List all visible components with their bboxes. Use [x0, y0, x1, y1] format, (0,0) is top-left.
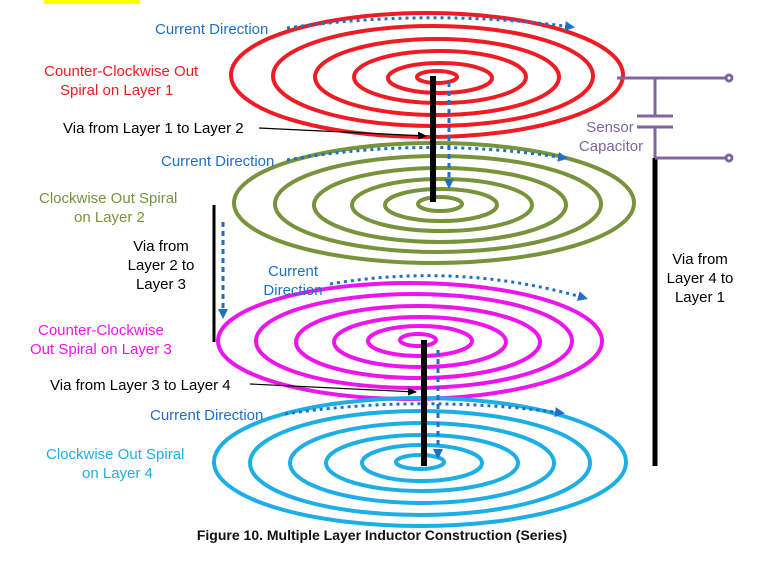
sensor-capacitor-label-line2: Capacitor [579, 138, 643, 155]
via-4-1-label-line3: Layer 1 [675, 289, 725, 306]
via-2-3-label-line2: Layer 2 to [128, 257, 195, 274]
spiral-layer-4-ring [248, 409, 592, 517]
current-arrow-layer-1 [286, 16, 575, 32]
spiral-layer-3-ring [294, 304, 542, 380]
layer3-label-line1: Counter-Clockwise [38, 322, 164, 339]
spiral-layer-3-ring [366, 324, 474, 358]
figure-caption: Figure 10. Multiple Layer Inductor Const… [197, 527, 567, 543]
current-arrow-layer-2 [286, 145, 568, 162]
spiral-layer-4 [212, 396, 628, 528]
sensor-capacitor-label-line1: Sensor [586, 119, 634, 136]
layer2-label-line2: on Layer 2 [74, 209, 145, 226]
spiral-layer-3 [216, 281, 604, 401]
leader-via-1-2 [258, 127, 427, 140]
spiral-layer-1 [229, 11, 625, 139]
via-4-1-label-line1: Via from [672, 251, 728, 268]
spiral-layer-1-ring [415, 69, 459, 85]
spiral-layer-2-ring [350, 177, 534, 233]
spiral-layer-4-ring [394, 453, 446, 471]
spiral-layer-1-ring [386, 61, 494, 95]
spiral-layer-3-ring [216, 281, 604, 401]
via-1-2-label: Via from Layer 1 to Layer 2 [63, 120, 244, 137]
via-2-3-label-line1: Via from [133, 238, 189, 255]
current-direction-label-3-line2: Direction [263, 282, 322, 299]
layer3-label-line2: Out Spiral on Layer 3 [30, 341, 172, 358]
via-2-3-label-line3: Layer 3 [136, 276, 186, 293]
spiral-layer-1-ring [313, 37, 561, 117]
via-current-arrows [218, 82, 454, 459]
spiral-layer-2-ring [312, 166, 568, 244]
spiral-layer-3-ring [254, 292, 574, 390]
via-4-1-label-line2: Layer 4 to [667, 270, 734, 287]
spiral-layer-4-ring [212, 396, 628, 528]
layer1-label-line2: Spiral on Layer 1 [60, 82, 173, 99]
leader-arrows [249, 127, 427, 396]
layer4-label-line2: on Layer 4 [82, 465, 153, 482]
spiral-layer-2-ring [273, 154, 603, 254]
layer1-label-line1: Counter-Clockwise Out [44, 63, 199, 80]
current-arrow-layer-3 [329, 274, 588, 301]
current-direction-label-2: Current Direction [161, 153, 274, 170]
current-direction-label-3-line1: Current [268, 263, 319, 280]
spiral-layer-3-ring [398, 332, 438, 348]
spiral-layer-3-ring [332, 315, 508, 369]
layer4-label-line1: Clockwise Out Spiral [46, 446, 184, 463]
spiral-layer-1-ring [352, 49, 528, 105]
vias [212, 76, 658, 466]
current-direction-label-1: Current Direction [155, 21, 268, 38]
spiral-layer-1-ring [229, 11, 625, 139]
leader-via-3-4 [249, 383, 417, 396]
spiral-layer-2-ring [383, 187, 499, 223]
sensor-capacitor [617, 73, 734, 163]
current-direction-label-4: Current Direction [150, 407, 263, 424]
highlight-mark [44, 0, 140, 4]
layer2-label-line1: Clockwise Out Spiral [39, 190, 177, 207]
current-arrows [284, 16, 588, 418]
spiral-layer-2-ring [416, 195, 464, 213]
via-3-4-label: Via from Layer 3 to Layer 4 [50, 377, 231, 394]
